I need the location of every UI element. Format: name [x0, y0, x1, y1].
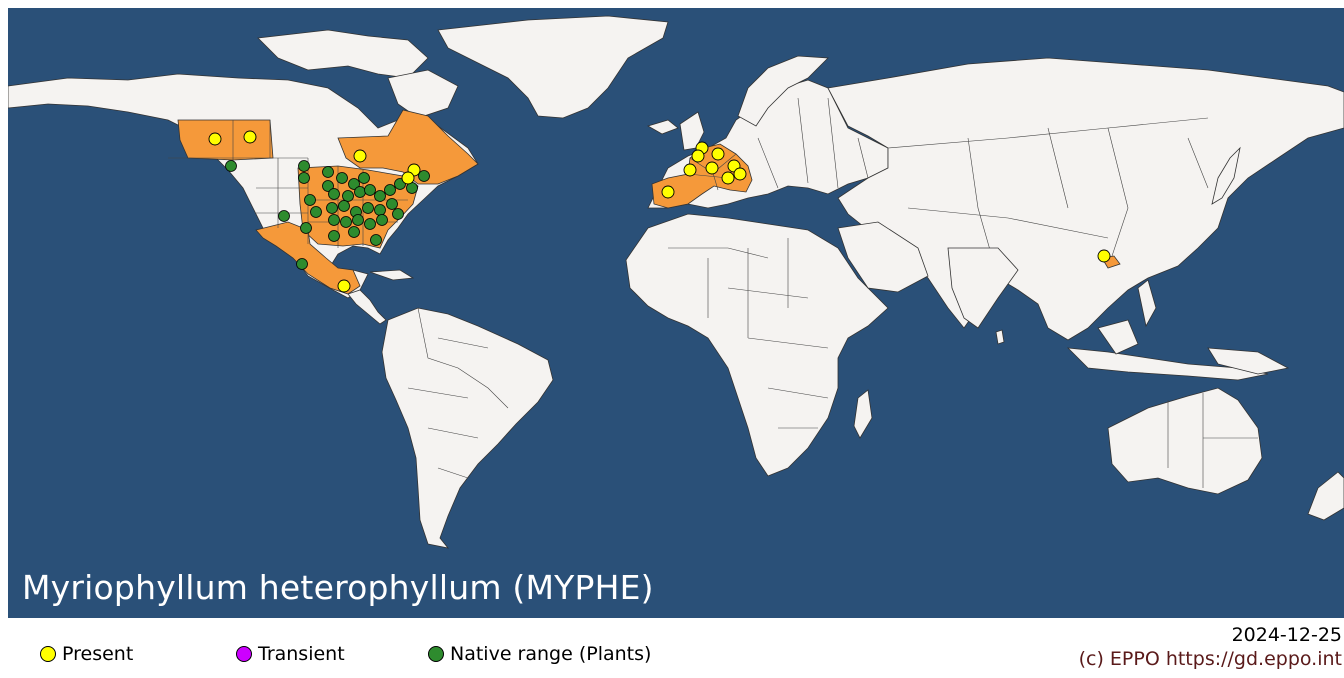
native-point [364, 218, 376, 230]
south-america [381, 307, 554, 549]
native-point [348, 226, 360, 238]
present-point [1097, 249, 1111, 263]
native-point [392, 208, 404, 220]
native-point [418, 170, 430, 182]
native-range-points [225, 160, 430, 270]
new-zealand [1307, 471, 1344, 521]
legend-label-transient: Transient [258, 643, 345, 665]
native-point [322, 166, 334, 178]
present-point [691, 149, 705, 163]
native-point [322, 180, 334, 192]
native-point [342, 190, 354, 202]
native-point [340, 216, 352, 228]
native-point [384, 184, 396, 196]
iceland [646, 119, 679, 135]
present-point [337, 279, 351, 293]
baffin-island [387, 69, 459, 119]
native-point [370, 234, 382, 246]
native-point [354, 186, 366, 198]
legend-item-transient: Transient [236, 642, 345, 666]
australia [1107, 387, 1263, 495]
range-mexico [255, 221, 361, 295]
native-point [326, 202, 338, 214]
native-point [358, 172, 370, 184]
native-point [298, 160, 310, 172]
philippines [1137, 279, 1157, 328]
indonesia [1066, 347, 1269, 381]
present-point [721, 171, 735, 185]
native-point [338, 200, 350, 212]
arabia [837, 221, 929, 293]
native-point [328, 188, 340, 200]
india [947, 247, 1019, 329]
present-point [208, 132, 222, 146]
uk [679, 111, 705, 151]
native-point [298, 172, 310, 184]
native-point [348, 178, 360, 190]
yellow-circle-icon [40, 646, 56, 662]
legend-label-present: Present [62, 643, 134, 665]
native-point [328, 230, 340, 242]
map-title: Myriophyllum heterophyllum (MYPHE) [22, 568, 654, 607]
present-point [353, 149, 367, 163]
legend-item-present: Present [40, 642, 133, 666]
present-point [683, 163, 697, 177]
native-point [362, 202, 374, 214]
arctic-islands [257, 29, 429, 79]
present-point [243, 130, 257, 144]
central-america [347, 289, 387, 325]
range-eastern-canada [337, 109, 479, 185]
native-point [374, 190, 386, 202]
greenland [437, 15, 669, 119]
native-point [376, 214, 388, 226]
present-point [705, 161, 719, 175]
native-point [225, 160, 237, 172]
green-circle-icon [428, 646, 444, 662]
native-point [278, 210, 290, 222]
japan [1211, 146, 1241, 205]
native-point [374, 204, 386, 216]
legend: Present Transient Native range (Plants) … [0, 618, 1344, 678]
native-point [336, 172, 348, 184]
present-point [661, 185, 675, 199]
present-points [208, 130, 1111, 293]
present-point [733, 167, 747, 181]
new-guinea [1207, 347, 1290, 375]
range-western-canada [177, 119, 274, 161]
native-point [352, 214, 364, 226]
range-western-europe [651, 143, 753, 209]
legend-item-native: Native range (Plants) [428, 642, 651, 666]
native-point [364, 184, 376, 196]
native-point [386, 198, 398, 210]
purple-circle-icon [236, 646, 252, 662]
native-point [296, 258, 308, 270]
present-point [711, 147, 725, 161]
cuba [369, 269, 415, 281]
world-map-svg [8, 15, 1344, 549]
native-point [300, 222, 312, 234]
map-credit: (c) EPPO https://gd.eppo.int [1078, 648, 1342, 670]
borneo [1097, 319, 1139, 355]
scandinavia [737, 55, 829, 127]
world-map: Myriophyllum heterophyllum (MYPHE) [8, 8, 1344, 618]
native-point [310, 206, 322, 218]
legend-label-native: Native range (Plants) [450, 643, 652, 665]
native-point [304, 194, 316, 206]
asia [827, 57, 1344, 341]
sri-lanka [995, 329, 1005, 345]
map-date: 2024-12-25 [1231, 624, 1342, 646]
africa [625, 213, 889, 477]
madagascar [853, 389, 873, 439]
present-point [401, 171, 415, 185]
native-point [328, 214, 340, 226]
